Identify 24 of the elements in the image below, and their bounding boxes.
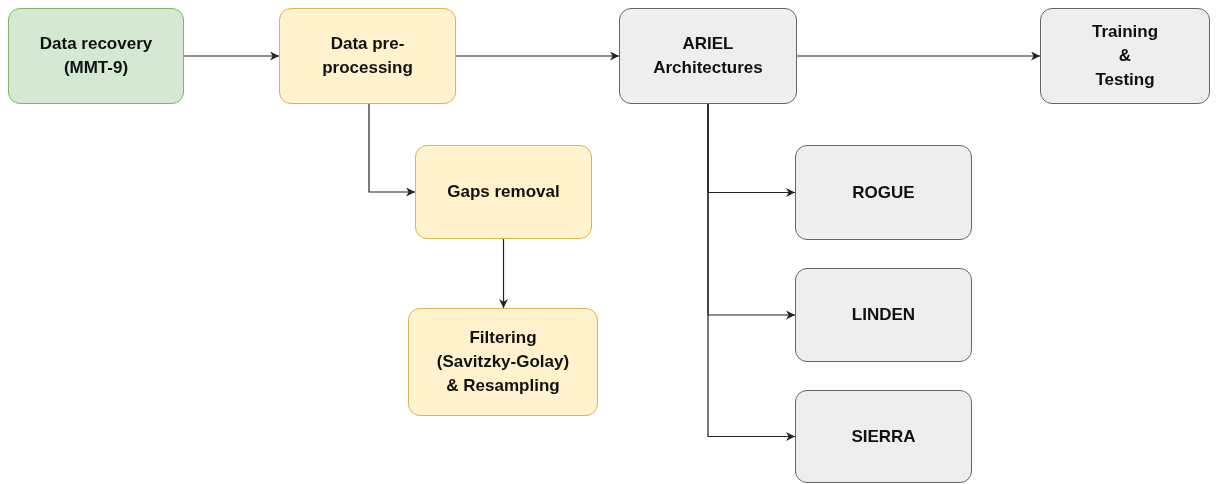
process-box bbox=[279, 8, 456, 104]
box-label: Training & Testing bbox=[1090, 21, 1160, 91]
box-label: SIERRA bbox=[851, 425, 916, 448]
box-label: ROGUE bbox=[852, 181, 915, 204]
process-box bbox=[8, 8, 184, 104]
box-label: Gaps removal bbox=[447, 181, 560, 203]
box-label: Data pre-processing bbox=[321, 33, 414, 79]
box-label: LINDEN bbox=[851, 304, 916, 326]
process-box bbox=[408, 308, 598, 416]
arrow bbox=[707, 103, 796, 441]
box-label: Filtering (Savitzky-Golay) & Resampling bbox=[435, 327, 571, 397]
arrow bbox=[796, 51, 1041, 61]
process-box bbox=[795, 390, 972, 483]
box-label: Data recovery (MMT-9) bbox=[38, 33, 154, 79]
arrow bbox=[183, 51, 280, 61]
process-box bbox=[795, 268, 972, 362]
process-box bbox=[415, 145, 592, 239]
arrow bbox=[368, 103, 416, 197]
arrow bbox=[455, 51, 620, 61]
process-box bbox=[1040, 8, 1210, 104]
box-label: ARIEL Architectures bbox=[652, 33, 764, 79]
process-box bbox=[795, 145, 972, 240]
arrow bbox=[499, 238, 508, 309]
process-box bbox=[619, 8, 797, 104]
